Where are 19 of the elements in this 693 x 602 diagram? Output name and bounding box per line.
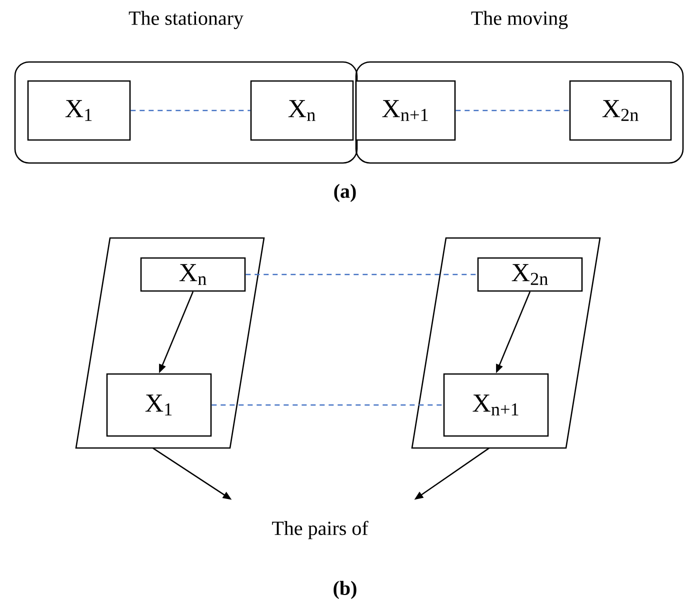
parallelogram-frame (411, 237, 601, 449)
parallelogram-frame (75, 237, 265, 449)
variable-box: X$_{2n}$ (477, 257, 583, 292)
variable-box: X$_{1}$ (106, 373, 212, 437)
variable-box: X$_{1}$ (27, 80, 131, 141)
connector-line (212, 404, 444, 406)
connector-line (246, 274, 478, 276)
panel-label: (b) (334, 580, 356, 600)
caption-text: The pairs of (272, 520, 368, 540)
connector-line (456, 110, 570, 112)
variable-box: X$_{n}$ (250, 80, 354, 141)
variable-box: X$_{n+1}$ (355, 80, 456, 141)
group-heading: The moving (471, 10, 568, 30)
variable-box: X$_{n+1}$ (443, 373, 549, 437)
connector-line (130, 110, 250, 112)
variable-box: X$_{2n}$ (569, 80, 672, 141)
group-heading: The stationary (128, 10, 244, 30)
panel-label: (a) (334, 184, 356, 202)
variable-box: X$_{n}$ (140, 257, 246, 292)
